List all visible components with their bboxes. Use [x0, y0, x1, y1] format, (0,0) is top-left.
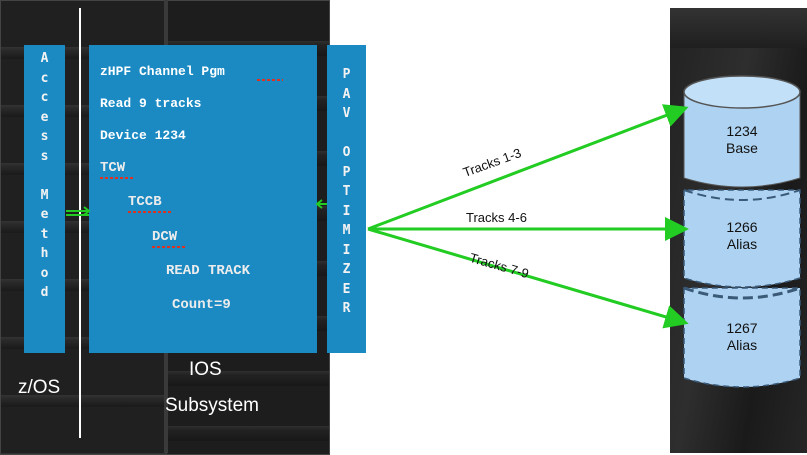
- zos-separator-line: [79, 8, 81, 438]
- access-method-letter: c: [40, 90, 49, 105]
- pav-optimizer-letter: V: [342, 106, 351, 121]
- spellcheck-underline: [100, 177, 134, 179]
- access-method-letter: M: [40, 187, 49, 203]
- access-method-bar: A c c e s s M e t h o d: [24, 45, 65, 353]
- pav-optimizer-letter: O: [342, 145, 351, 160]
- pav-optimizer-letter: A: [342, 86, 351, 102]
- access-method-letter: t: [40, 226, 49, 242]
- channel-program-box: [89, 45, 317, 353]
- zos-caption: z/OS: [18, 377, 61, 398]
- volume-1267-label: 1267 Alias: [712, 320, 772, 354]
- pav-optimizer-letter: Z: [342, 262, 351, 277]
- pav-optimizer-letter: I: [342, 242, 351, 258]
- pav-optimizer-letter: I: [342, 203, 351, 219]
- count-label: Count=9: [172, 297, 231, 313]
- volume-1266-label: 1266 Alias: [712, 219, 772, 253]
- pav-optimizer-letter: P: [342, 67, 351, 82]
- pav-optimizer-letter: E: [342, 281, 351, 297]
- dcw-label: DCW: [152, 229, 178, 245]
- access-method-letter: s: [40, 148, 49, 164]
- volume-type: Base: [726, 140, 758, 156]
- access-method-letter: e: [40, 109, 49, 125]
- tccb-label: TCCB: [128, 194, 162, 210]
- program-to-pav-connector: [315, 199, 327, 209]
- pav-optimizer-letter: M: [342, 223, 351, 238]
- track-arrow-1-3: [367, 104, 689, 231]
- subsystem-caption: Subsystem: [165, 395, 259, 416]
- volume-number: 1266: [726, 219, 758, 235]
- channel-program-title: zHPF Channel Pgm: [100, 64, 225, 79]
- volume-type: Alias: [726, 337, 758, 353]
- track-arrow-7-9: [367, 227, 689, 329]
- volume-type: Alias: [726, 236, 758, 252]
- tcw-label: TCW: [100, 160, 126, 176]
- access-method-letter: A: [40, 51, 49, 66]
- pav-optimizer-letter: P: [342, 164, 351, 180]
- pav-optimizer-bar: P A V O P T I M I Z E R: [327, 45, 366, 353]
- volume-number: 1267: [726, 320, 758, 336]
- track-label-4-6: Tracks 4-6: [466, 210, 527, 225]
- spellcheck-underline: [128, 211, 173, 213]
- volume-number: 1234: [726, 123, 758, 139]
- ios-caption: IOS: [189, 359, 222, 380]
- read-track-label: READ TRACK: [166, 263, 251, 279]
- spellcheck-underline: [152, 246, 186, 248]
- access-method-letter: s: [40, 129, 49, 144]
- pav-optimizer-letter: T: [342, 184, 351, 199]
- channel-program-line: Read 9 tracks: [100, 96, 202, 111]
- volume-1266-cylinder: [683, 189, 801, 288]
- channel-program-line: Device 1234: [100, 128, 186, 143]
- spellcheck-underline: [257, 79, 283, 81]
- access-method-letter: c: [40, 70, 49, 86]
- access-method-letter: h: [40, 246, 49, 261]
- volume-1234-cylinder: [683, 75, 801, 188]
- access-method-letter: o: [40, 265, 49, 281]
- volume-1234-label: 1234 Base: [712, 123, 772, 157]
- access-method-letter: e: [40, 207, 49, 222]
- access-method-letter: d: [40, 285, 49, 300]
- volume-1267-cylinder: [683, 286, 801, 388]
- access-to-program-connector: [66, 206, 91, 216]
- pav-optimizer-letter: R: [342, 301, 351, 316]
